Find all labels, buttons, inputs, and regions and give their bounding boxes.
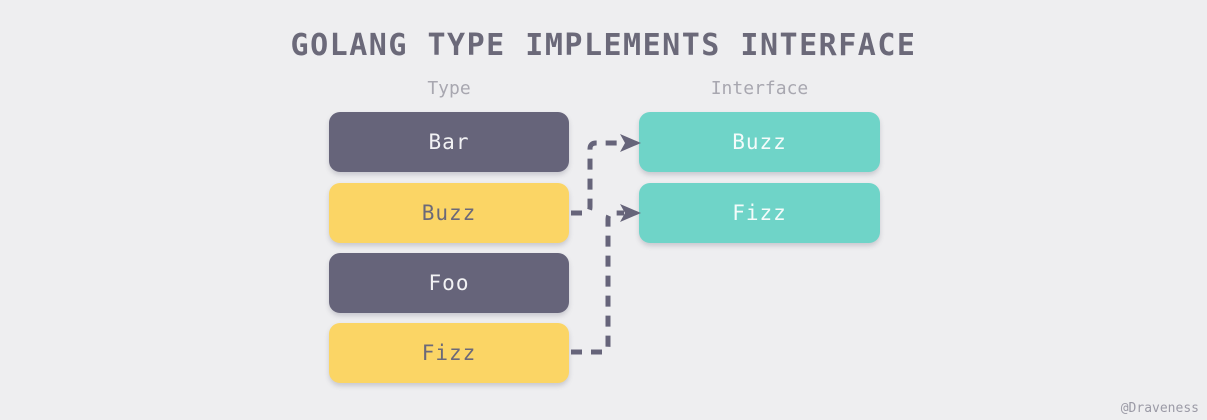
interface-node-buzz[interactable]: Buzz bbox=[639, 112, 880, 172]
edge-buzz-to-buzz bbox=[571, 140, 624, 216]
type-node-label: Fizz bbox=[421, 341, 477, 365]
interface-node-label: Fizz bbox=[732, 201, 787, 225]
interface-node-label: Buzz bbox=[732, 130, 787, 154]
type-node-bar[interactable]: Bar bbox=[329, 112, 569, 172]
arrowhead-fizz bbox=[620, 204, 641, 222]
type-node-label: Buzz bbox=[421, 201, 477, 225]
page-title: GOLANG TYPE IMPLEMENTS INTERFACE bbox=[290, 28, 917, 63]
type-node-foo[interactable]: Foo bbox=[329, 253, 569, 313]
edge-fizz-to-fizz bbox=[571, 210, 624, 355]
type-node-label: Foo bbox=[428, 271, 470, 295]
type-node-label: Bar bbox=[428, 130, 470, 154]
watermark: @Draveness bbox=[1120, 401, 1199, 416]
type-node-buzz[interactable]: Buzz bbox=[329, 183, 569, 243]
column-header-interface: Interface bbox=[710, 78, 809, 99]
interface-node-fizz[interactable]: Fizz bbox=[639, 183, 880, 243]
type-node-fizz[interactable]: Fizz bbox=[329, 323, 569, 383]
arrowhead-buzz bbox=[620, 134, 641, 152]
column-header-type: Type bbox=[427, 78, 471, 99]
